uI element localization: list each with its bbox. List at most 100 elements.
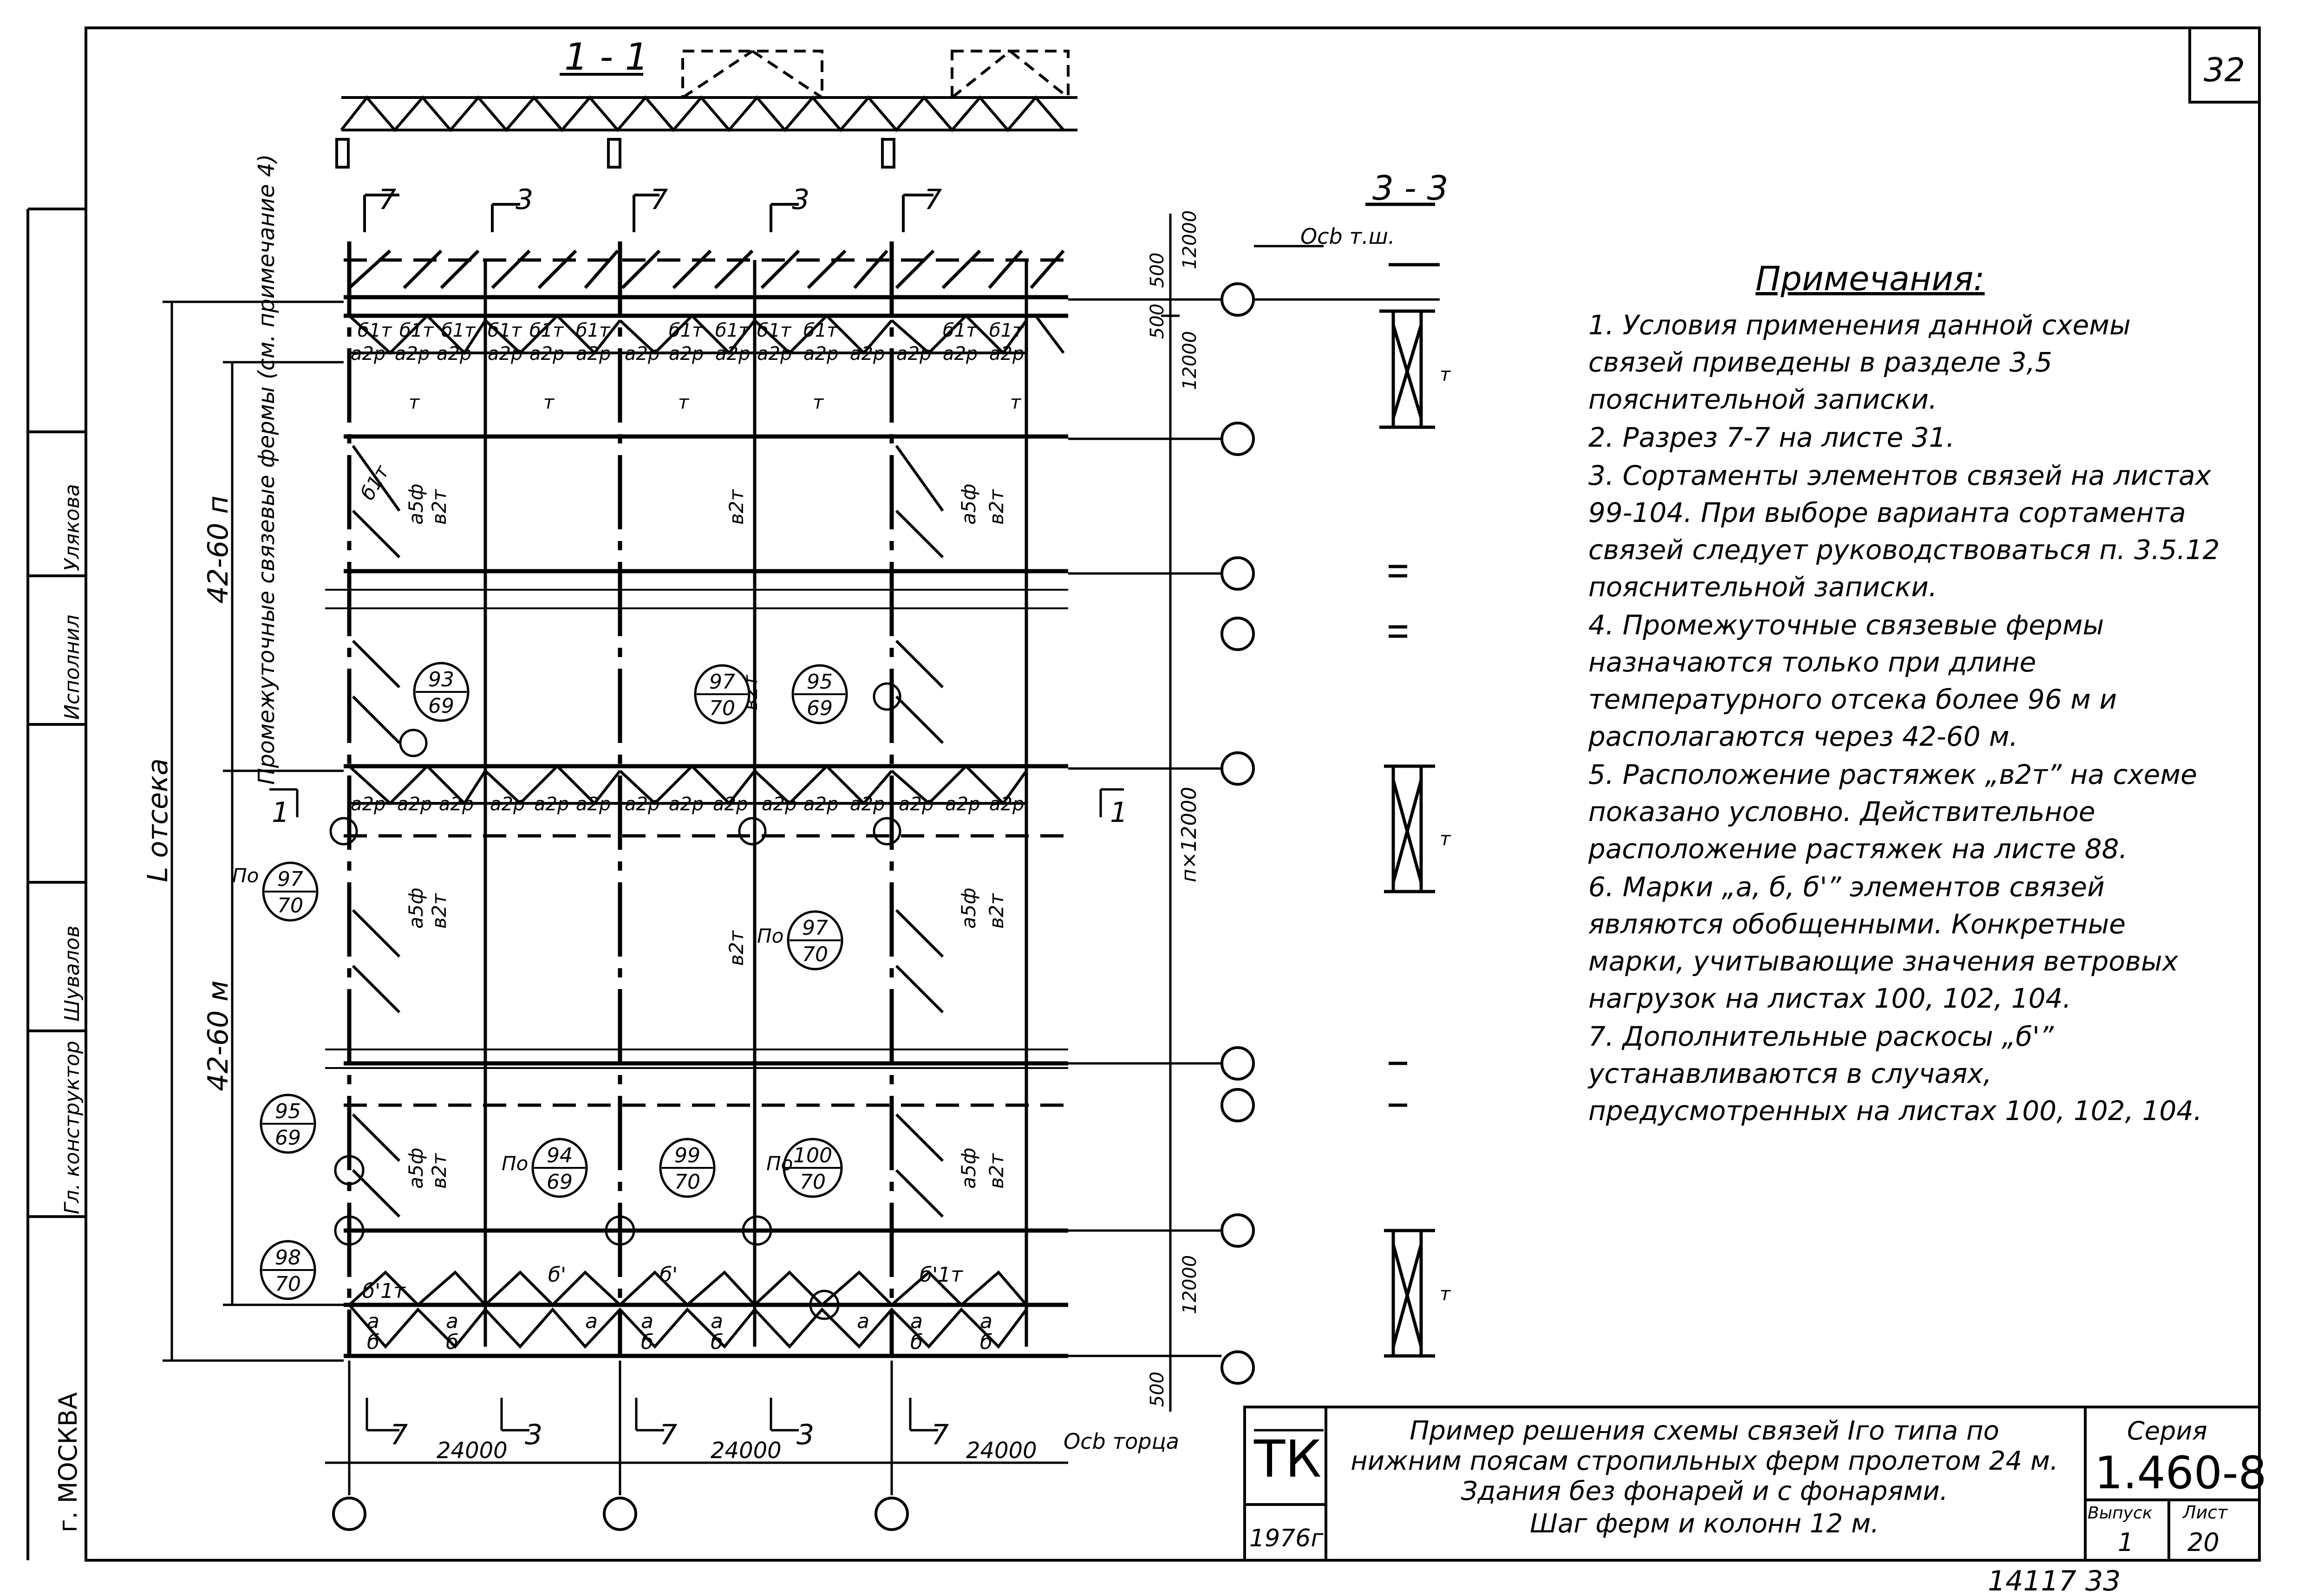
node-ref-94-69: 94 69 bbox=[531, 1138, 588, 1198]
mark-t: т bbox=[1010, 392, 1022, 413]
stamp-seria-label: Серия bbox=[2127, 1416, 2207, 1446]
cut-3-d: 3 bbox=[525, 1419, 542, 1451]
section-1-1-truss bbox=[335, 50, 1077, 169]
dim-12000-b: 12000 bbox=[1179, 331, 1201, 390]
node-ref-100-70: 100 70 bbox=[783, 1138, 843, 1198]
mark-a2r: а2р bbox=[625, 343, 659, 365]
mark-v2t: в2т bbox=[725, 489, 748, 525]
stamp-title-line-2: нижним поясам стропильных ферм пролетом … bbox=[1351, 1446, 2058, 1476]
mark-v2t: в2т bbox=[985, 893, 1008, 929]
mark-a5f: а5ф bbox=[405, 888, 427, 929]
side-ulyakova: Улякова bbox=[60, 484, 84, 571]
dim-range-top: 42-60 п bbox=[202, 495, 235, 604]
bracing-band-a2r-top bbox=[348, 313, 1065, 355]
mark-b1t: б1т bbox=[757, 320, 792, 341]
intermediate-truss-note: Промежуточные связевые фермы (см. примеч… bbox=[254, 154, 280, 785]
stamp-year: 1976г bbox=[1249, 1524, 1324, 1552]
mark-a: а bbox=[711, 1309, 723, 1333]
dim-500-c: 500 bbox=[1147, 1372, 1168, 1407]
po-label: По bbox=[502, 1152, 528, 1175]
dim-bottom-1: 24000 bbox=[437, 1438, 508, 1464]
node-ref-95-69-a: 95 69 bbox=[791, 664, 848, 724]
dim-12000-c: 12000 bbox=[1179, 1255, 1201, 1314]
mark-b: б bbox=[641, 1330, 653, 1354]
mark-a2r: а2р bbox=[437, 343, 471, 365]
stamp-title-line-3: Здания без фонарей и с фонарями. bbox=[1461, 1476, 1948, 1506]
mark-b1t: б1т bbox=[358, 320, 392, 341]
svg-text:69: 69 bbox=[275, 1126, 301, 1150]
cut-7-d: 7 bbox=[390, 1419, 408, 1451]
dim-12000-a: 12000 bbox=[1179, 210, 1201, 269]
mark-t: т bbox=[678, 392, 690, 413]
svg-text:70: 70 bbox=[709, 697, 735, 720]
svg-text:97: 97 bbox=[709, 670, 735, 694]
axis-leaders-right bbox=[1068, 245, 1440, 1432]
mark-a2r: а2р bbox=[669, 343, 704, 365]
mark-a: а bbox=[585, 1309, 598, 1333]
mark-b1t: б1т bbox=[669, 320, 704, 341]
section-3-3-label: 3 - 3 bbox=[1372, 169, 1448, 208]
bracing-band-bottom bbox=[348, 1270, 1028, 1349]
mark-v2t: в2т bbox=[428, 1153, 450, 1189]
footer-numbers: 14117 33 bbox=[1988, 1565, 2121, 1596]
svg-text:69: 69 bbox=[807, 697, 833, 720]
plan-columns bbox=[347, 241, 894, 1356]
stamp-list-label: Лист bbox=[2182, 1502, 2228, 1523]
note-3: 3. Сортаменты элементов связей на листах… bbox=[1588, 460, 2220, 603]
dim-500-a: 500 bbox=[1147, 253, 1168, 288]
stamp-tk: ТК bbox=[1253, 1429, 1321, 1489]
dim-bottom-3: 24000 bbox=[966, 1438, 1037, 1464]
mark-a: а bbox=[910, 1309, 923, 1333]
mark-a2r: а2р bbox=[715, 343, 750, 365]
stamp-title-line-1: Пример решения схемы связей Iго типа по bbox=[1410, 1416, 1999, 1446]
note-7: 7. Дополнительные раскосы „б'” устанавли… bbox=[1588, 1021, 2202, 1127]
mark-a2r: а2р bbox=[803, 794, 838, 815]
mark-b-prime: б' bbox=[659, 1263, 678, 1287]
mark-a5f: а5ф bbox=[957, 1148, 980, 1189]
stamp-list-value: 20 bbox=[2187, 1528, 2219, 1557]
mark-a5f: а5ф bbox=[957, 484, 980, 525]
mark-a2r: а2р bbox=[439, 794, 474, 815]
node-ref-97-70-c: 97 70 bbox=[787, 910, 843, 971]
mark-b1t: б1т bbox=[989, 320, 1024, 341]
notes-block: Примечания: 1. Условия применения данной… bbox=[1588, 260, 2229, 1130]
node-ref-93-69: 93 69 bbox=[413, 662, 470, 722]
svg-text:93: 93 bbox=[428, 668, 454, 691]
cut-7-c: 7 bbox=[924, 183, 942, 216]
dimension-lines-left bbox=[163, 300, 1124, 1362]
svg-text:94: 94 bbox=[547, 1144, 573, 1167]
mark-b1t: б1т bbox=[576, 320, 611, 341]
mark-a2r: а2р bbox=[945, 794, 980, 815]
plan-node-circles bbox=[329, 682, 901, 1320]
mark-b1t1: б'1т bbox=[362, 1279, 406, 1303]
mark-b: б bbox=[910, 1330, 923, 1354]
column-bracing-diagonals bbox=[352, 445, 944, 1218]
mark-b1t: б1т bbox=[803, 320, 838, 341]
note-1: 1. Условия применения данной схемы связе… bbox=[1588, 309, 2131, 415]
mark-a: а bbox=[641, 1309, 653, 1333]
note-4: 4. Промежуточные связевые фермы назначаю… bbox=[1588, 609, 2117, 752]
sheet-number-box bbox=[2188, 26, 2261, 104]
break-lines bbox=[325, 589, 1068, 1069]
mark-t: т bbox=[1440, 828, 1451, 850]
svg-text:70: 70 bbox=[277, 894, 303, 918]
axis-label-torca: Осb торца bbox=[1064, 1429, 1179, 1454]
mark-a2r: а2р bbox=[576, 343, 611, 365]
mark-b: б bbox=[367, 1330, 379, 1354]
mark-a2r: а2р bbox=[490, 794, 525, 815]
node-ref-97-70-a: 97 70 bbox=[694, 664, 751, 724]
mark-a2r: а2р bbox=[669, 794, 704, 815]
cut-1-left: 1 bbox=[272, 796, 289, 829]
section-1-1-label: 1 - 1 bbox=[564, 35, 649, 78]
dim-otseka: L отсека bbox=[142, 758, 174, 882]
plan-dashed-lines bbox=[344, 258, 1068, 1107]
mark-t: т bbox=[1440, 364, 1451, 385]
dimension-lines-bottom bbox=[325, 1361, 1068, 1495]
mark-b1t: б1т bbox=[943, 320, 978, 341]
svg-text:99: 99 bbox=[674, 1144, 700, 1167]
mark-v2t: в2т bbox=[725, 930, 748, 966]
svg-text:70: 70 bbox=[802, 943, 828, 966]
mark-b: б bbox=[446, 1330, 458, 1354]
svg-text:100: 100 bbox=[793, 1144, 832, 1167]
mark-a2r: а2р bbox=[397, 794, 432, 815]
